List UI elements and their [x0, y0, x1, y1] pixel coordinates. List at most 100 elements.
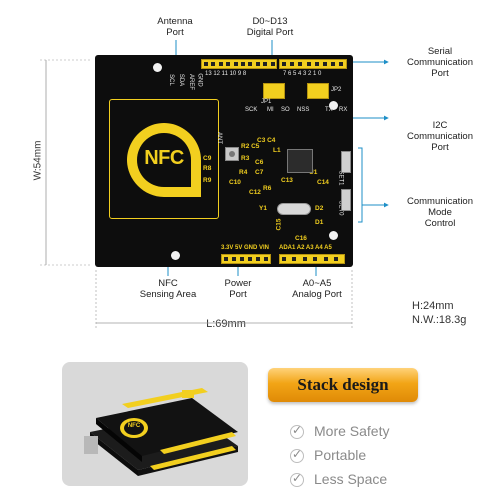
header-pin	[290, 62, 295, 66]
analog-port-callout: A0~A5 Analog Port	[292, 278, 342, 300]
silk-sck: SCK	[245, 107, 258, 113]
comm-mode-bracket	[358, 147, 363, 223]
comm-mode-callout: Communication Mode Control	[407, 196, 473, 229]
header-pin	[204, 62, 208, 66]
benefit-portable: Portable	[314, 447, 367, 463]
nfc-sensing-area	[109, 99, 219, 219]
i2c-port-callout: I2C Communication Port	[407, 120, 473, 153]
header-pin	[306, 62, 311, 66]
analog-header	[279, 254, 345, 264]
silk-y1: Y1	[259, 205, 267, 212]
nfc-area-callout: NFC Sensing Area	[139, 278, 197, 300]
power-header-label: 3.3V 5V GND VIN	[221, 245, 270, 251]
header-pin	[248, 257, 252, 261]
silk-d2: D2	[315, 205, 324, 212]
antenna-port-callout: Antenna Port	[157, 16, 193, 38]
power-port-callout: Power Port	[224, 278, 252, 300]
nfc-chip	[287, 149, 313, 173]
header-pin	[314, 62, 319, 66]
stack-design-banner: Stack design	[268, 368, 418, 402]
header-pin	[255, 62, 260, 66]
silk-c6: C6	[255, 159, 264, 166]
check-icon	[290, 423, 304, 439]
silk-r2-c5: R2 C5	[241, 143, 260, 150]
header-pin	[323, 257, 328, 261]
nfc-logo-icon	[127, 123, 201, 197]
mode-switch-set0	[341, 189, 351, 211]
length-dimension-label: L:69mm	[206, 318, 246, 330]
silk-jp2: JP2	[331, 87, 342, 93]
nfc-shield-board: SCL SDA AREF GND 13 12 11 10 9 8 7 6 5 4…	[95, 55, 353, 267]
silk-d1: D1	[315, 219, 324, 226]
header-pin	[263, 62, 268, 66]
header-pin	[334, 257, 338, 261]
silk-r3: R3	[241, 155, 250, 162]
width-dimension-label: W:54mm	[32, 140, 44, 181]
silk-c3-c4: C3 C4	[257, 137, 276, 144]
stacked-board-photo: NFC	[62, 362, 248, 486]
header-pins	[95, 55, 353, 267]
mounting-hole	[153, 63, 162, 72]
benefit-more-safety: More Safety	[314, 423, 390, 439]
silk-digits-low: 7 6 5 4 3 2 1 0	[283, 71, 322, 77]
silk-l1: L1	[273, 147, 281, 154]
silk-c13: C13	[281, 177, 293, 184]
antenna-connector-core	[229, 151, 235, 157]
mounting-hole	[329, 101, 338, 110]
silk-jp1: JP1	[261, 99, 272, 105]
check-icon	[290, 471, 304, 487]
header-pin	[331, 62, 336, 66]
silk-c9: C9	[203, 155, 212, 162]
header-pin	[224, 257, 228, 261]
header-pin	[313, 257, 318, 261]
height-dimension-label: H:24mm	[412, 300, 454, 312]
silk-mi: MI	[267, 107, 274, 113]
header-pin	[292, 257, 297, 261]
header-pin	[232, 257, 236, 261]
silk-nss: NSS	[297, 107, 310, 113]
silk-c16: C16	[295, 235, 307, 242]
header-pin	[240, 257, 244, 261]
silk-r9: R9	[203, 177, 212, 184]
serial-port-callout: Serial Communication Port	[407, 46, 473, 79]
check-icon	[290, 447, 304, 463]
header-pin	[248, 62, 253, 66]
silk-u1: U1	[309, 169, 318, 176]
jumper-jp2	[307, 83, 329, 99]
silk-so: SO	[281, 107, 290, 113]
silk-r4: R4	[239, 169, 248, 176]
mounting-hole	[171, 251, 180, 260]
jumper-jp1	[263, 83, 285, 99]
header-pin	[298, 62, 303, 66]
header-pin	[282, 257, 286, 261]
benefit-less-space: Less Space	[314, 471, 388, 487]
header-pin	[233, 62, 238, 66]
header-pin	[323, 62, 327, 66]
nfc-logo-text: NFC	[144, 147, 184, 169]
power-header	[221, 254, 271, 264]
silk-c10: C10	[229, 179, 241, 186]
header-pin	[339, 62, 344, 66]
header-pin	[264, 257, 268, 261]
silk-tx: TX	[325, 107, 333, 113]
header-pin	[282, 62, 286, 66]
weight-dimension-label: N.W.:18.3g	[412, 314, 467, 326]
silk-c7: C7	[255, 169, 264, 176]
digital-header-high	[201, 59, 277, 69]
silk-rx: RX	[339, 107, 348, 113]
header-pin	[270, 62, 275, 66]
header-pin	[241, 62, 245, 66]
silk-c12: C12	[249, 189, 261, 196]
header-pin	[302, 257, 307, 261]
silk-r8: R8	[203, 165, 212, 172]
digital-header-low	[279, 59, 347, 69]
stacked-board-illustration	[84, 388, 238, 476]
analog-header-label: ADA1 A2 A3 A4 A5	[279, 245, 332, 251]
stack-design-title: Stack design	[297, 375, 389, 394]
mounting-hole	[329, 231, 338, 240]
header-pin	[226, 62, 231, 66]
stacked-nfc-logo-text: NFC	[127, 423, 141, 429]
crystal-oscillator	[277, 203, 311, 215]
mode-switch-set1	[341, 151, 351, 173]
silk-r6: R6	[263, 185, 272, 192]
